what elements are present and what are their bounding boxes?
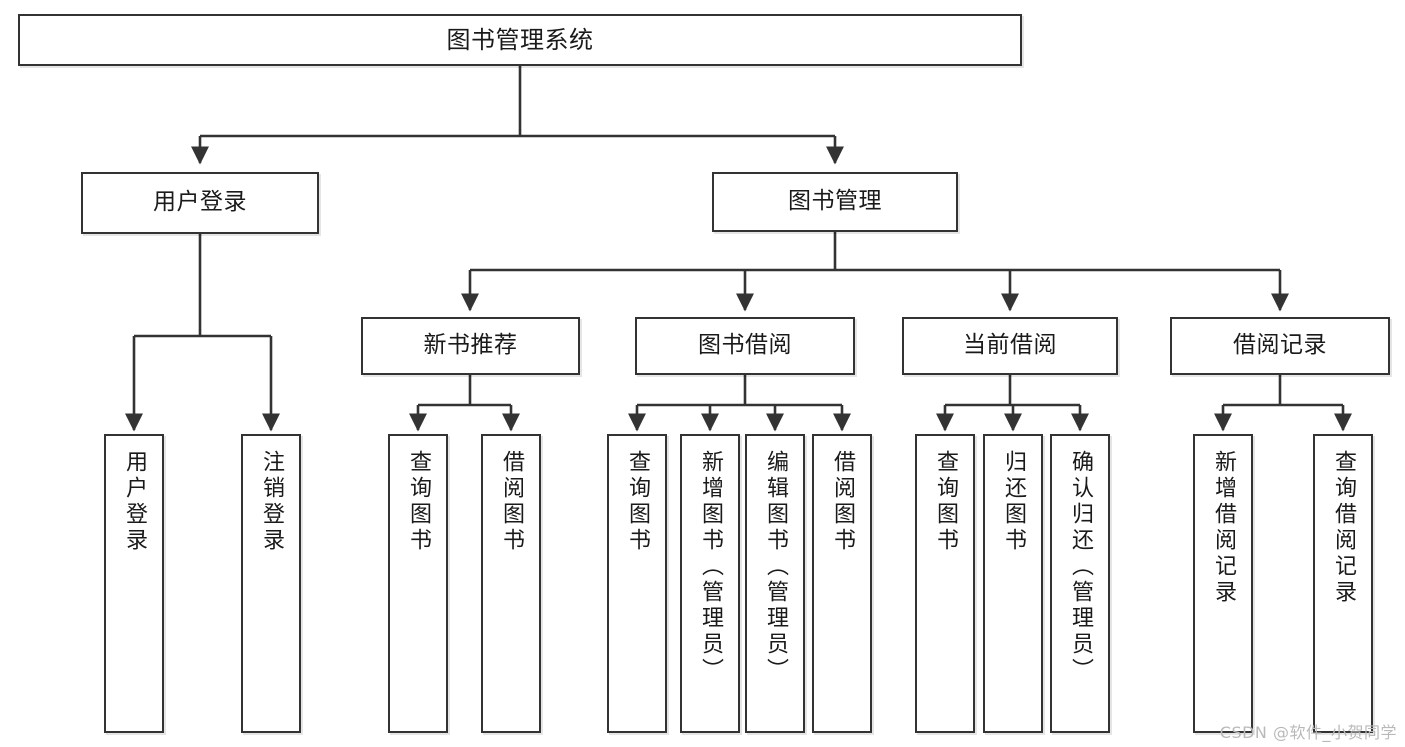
node-label: 查询图书	[406, 450, 431, 554]
node-label: 查询图书	[625, 450, 650, 554]
leaf-book-borrow-edit-book-admin[interactable]: 编辑图书（管理员）	[745, 434, 805, 733]
leaf-book-borrow-add-book-admin[interactable]: 新增图书（管理员）	[680, 434, 740, 733]
node-label: 查询借阅记录	[1331, 450, 1356, 606]
leaf-borrow-record-add-record[interactable]: 新增借阅记录	[1193, 434, 1253, 733]
leaf-current-borrow-return-book[interactable]: 归还图书	[983, 434, 1043, 733]
node-label: 查询图书	[933, 450, 958, 554]
node-label: 确认归还（管理员）	[1068, 450, 1093, 684]
node-label: 图书管理	[788, 188, 882, 215]
node-current-borrow[interactable]: 当前借阅	[902, 317, 1118, 375]
csdn-watermark: CSDN @软件_小贺同学	[1219, 723, 1397, 742]
node-book-borrow[interactable]: 图书借阅	[635, 317, 855, 375]
leaf-user-login-signin[interactable]: 用户登录	[104, 434, 164, 733]
leaf-new-book-borrow-book[interactable]: 借阅图书	[481, 434, 541, 733]
node-user-login[interactable]: 用户登录	[81, 172, 319, 234]
node-label: 用户登录	[153, 189, 247, 216]
leaf-user-login-signout[interactable]: 注销登录	[241, 434, 301, 733]
leaf-borrow-record-query-record[interactable]: 查询借阅记录	[1313, 434, 1373, 733]
node-label: 图书借阅	[698, 332, 792, 359]
leaf-book-borrow-query-book[interactable]: 查询图书	[607, 434, 667, 733]
node-label: 编辑图书（管理员）	[763, 450, 788, 684]
node-book-management[interactable]: 图书管理	[712, 172, 958, 232]
node-label: 图书管理系统	[446, 25, 594, 54]
node-label: 归还图书	[1001, 450, 1026, 554]
node-label: 借阅图书	[499, 450, 524, 554]
leaf-book-borrow-borrow-book[interactable]: 借阅图书	[812, 434, 872, 733]
node-label: 当前借阅	[963, 332, 1057, 359]
node-label: 新增借阅记录	[1211, 450, 1236, 606]
leaf-current-borrow-query-book[interactable]: 查询图书	[915, 434, 975, 733]
leaf-current-borrow-confirm-return-admin[interactable]: 确认归还（管理员）	[1050, 434, 1110, 733]
node-root-book-management-system[interactable]: 图书管理系统	[18, 14, 1022, 66]
node-label: 新增图书（管理员）	[698, 450, 723, 684]
node-label: 新书推荐	[423, 332, 518, 359]
leaf-new-book-query-book[interactable]: 查询图书	[388, 434, 448, 733]
node-label: 借阅记录	[1233, 332, 1327, 359]
node-new-book-recommend[interactable]: 新书推荐	[361, 317, 580, 375]
node-label: 借阅图书	[830, 450, 855, 554]
node-label: 注销登录	[259, 450, 284, 554]
node-borrow-record[interactable]: 借阅记录	[1170, 317, 1390, 375]
node-label: 用户登录	[122, 450, 147, 554]
